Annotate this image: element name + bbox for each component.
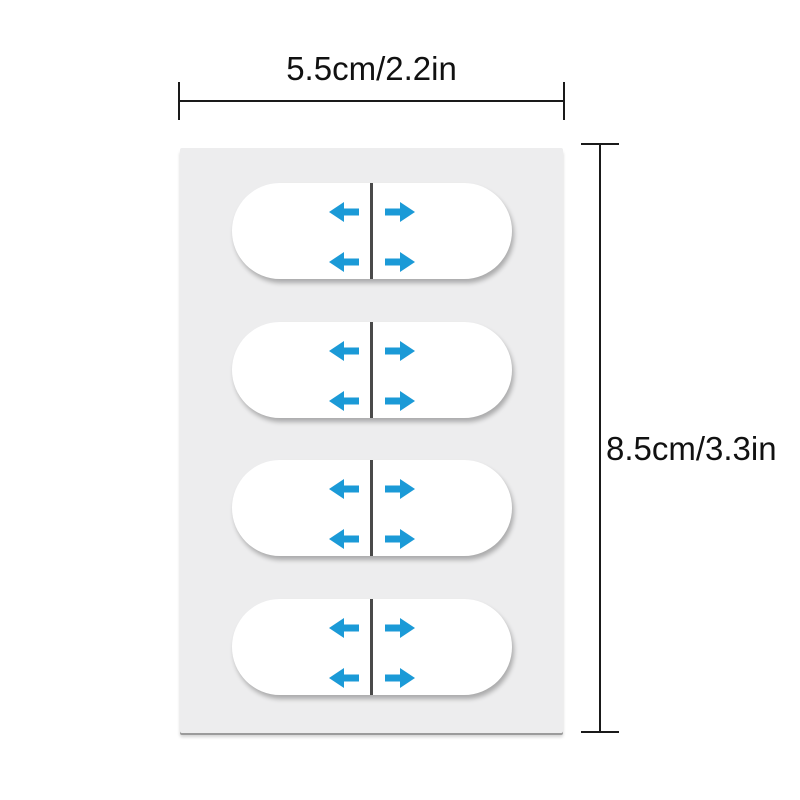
width-dimension-label: 5.5cm/2.2in (286, 50, 457, 87)
arrow-right-icon (384, 529, 415, 550)
arrow-left-icon (328, 617, 359, 638)
arrow-left-icon (328, 667, 359, 688)
cut-line (370, 321, 373, 418)
arrow-left-icon (328, 340, 359, 361)
arrow-right-icon (384, 252, 415, 272)
sticker-sheet (180, 148, 563, 733)
height-tick-top-icon (581, 143, 619, 145)
arrow-right-icon (384, 390, 415, 411)
arrow-right-icon (384, 202, 415, 222)
arrow-left-icon (328, 202, 359, 222)
sticker-pill (231, 460, 512, 557)
sticker-pill (231, 321, 512, 418)
arrow-right-icon (384, 617, 415, 638)
cut-line (370, 460, 373, 557)
sticker-pill (231, 598, 512, 695)
width-tick-left-icon (178, 82, 180, 120)
width-dimension-line (178, 82, 565, 120)
cut-line (370, 598, 373, 695)
arrow-left-icon (328, 529, 359, 550)
sticker-pill (231, 183, 512, 279)
arrow-left-icon (328, 479, 359, 500)
height-dimension-label: 8.5cm/3.3in (606, 430, 777, 467)
arrow-right-icon (384, 340, 415, 361)
cut-line (370, 183, 373, 279)
arrow-left-icon (328, 390, 359, 411)
height-dimension-line (581, 143, 619, 733)
arrow-right-icon (384, 667, 415, 688)
arrow-right-icon (384, 479, 415, 500)
width-tick-right-icon (563, 82, 565, 120)
arrow-left-icon (328, 252, 359, 272)
height-tick-bottom-icon (581, 731, 619, 733)
